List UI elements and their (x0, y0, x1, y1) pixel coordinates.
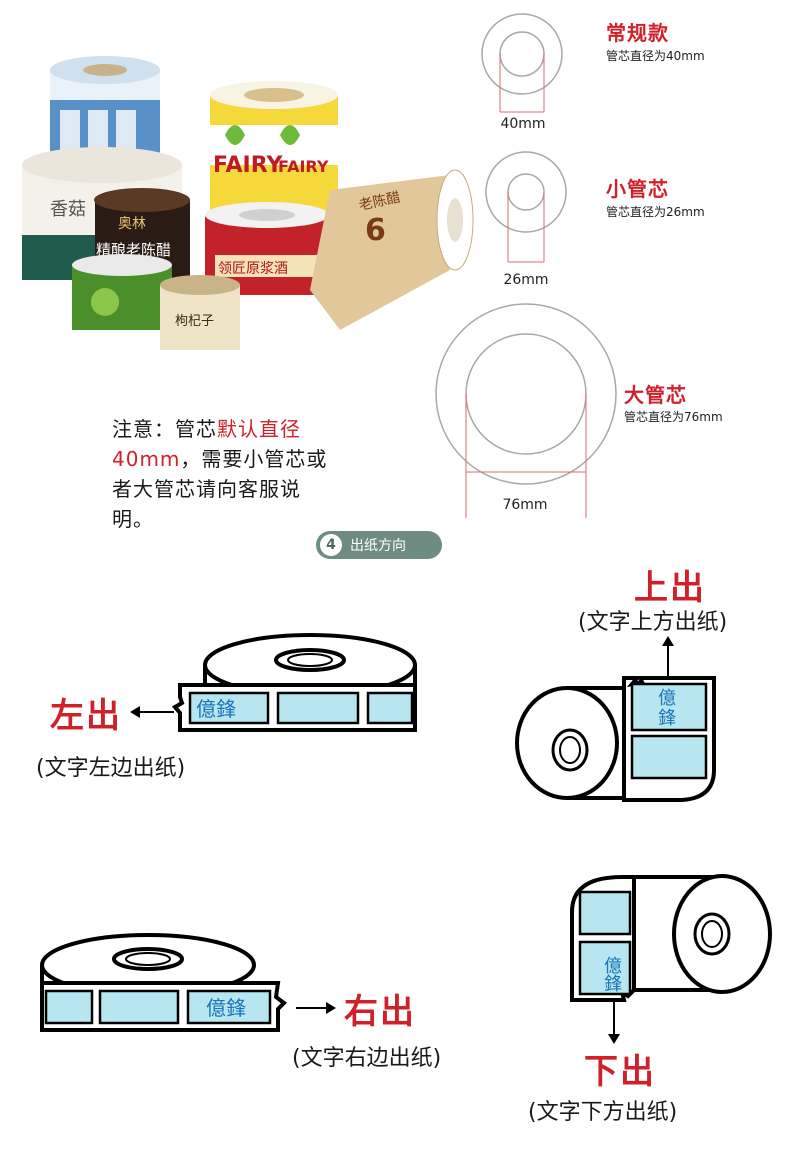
note-highlight: 默认直径40mm (112, 417, 301, 471)
label-text-top-2: 鋒 (658, 708, 676, 729)
section-number: 4 (320, 534, 342, 556)
core-dim-standard: 40mm (500, 116, 546, 132)
roll-green (72, 254, 172, 330)
dir-bottom-title: 下出 (584, 1052, 656, 1092)
core-desc-standard: 管芯直径为40mm (606, 49, 705, 63)
roll-top-out-diagram: 億 鋒 (515, 676, 716, 802)
note-prefix: 注意：管芯 (112, 417, 217, 441)
dir-left-title: 左出 (50, 696, 122, 736)
dir-bottom-sub: (文字下方出纸) (528, 1100, 678, 1125)
photo-text-goji: 枸杞子 (175, 314, 214, 329)
core-diagram-small (485, 151, 567, 263)
label-text-right: 億鋒 (206, 996, 246, 1020)
section-title: 出纸方向 (350, 538, 406, 554)
roll-right-out-diagram: 億鋒 (40, 933, 288, 1032)
dir-top-title: 上出 (634, 568, 706, 608)
section-header-pill: 4 出纸方向 (316, 531, 442, 559)
photo-text-fairy-1: FAIRY (213, 153, 283, 178)
dir-left-sub: (文字左边出纸) (36, 756, 186, 781)
roll-bottom-out-diagram: 億 鋒 (570, 874, 772, 1002)
arrow-right-out (296, 1002, 336, 1014)
roll-unrolled-strip: 6 老陈醋 (310, 169, 474, 330)
core-diagram-large (435, 303, 617, 518)
core-dim-small: 26mm (503, 272, 549, 288)
core-note: 注意：管芯默认直径40mm，需要小管芯或者大管芯请向客服说明。 (112, 414, 342, 534)
arrow-bottom-out (608, 1000, 620, 1044)
roll-goji: 枸杞子 (160, 275, 240, 350)
photo-text-fairy-2: FAIRY (278, 157, 329, 176)
label-text-bottom-2: 鋒 (604, 974, 622, 995)
arrow-left-out (130, 706, 174, 718)
core-title-small: 小管芯 (606, 177, 669, 201)
roll-red-baijiu: 领匠原浆酒 (205, 202, 330, 295)
arrow-top-out (662, 636, 674, 682)
core-title-large: 大管芯 (624, 383, 687, 407)
note-suffix: ，需要小管芯或者大管芯请向客服说明。 (112, 447, 328, 531)
dir-top-sub: (文字上方出纸) (578, 610, 728, 635)
core-desc-small: 管芯直径为26mm (606, 205, 705, 219)
label-text-top-1: 億 (658, 688, 676, 709)
dir-right-sub: (文字右边出纸) (292, 1046, 442, 1071)
photo-text-six: 6 (365, 213, 386, 248)
label-rolls-photo: 香菇 FAIRY FAIRY 奥林 精酿老陈醋 领匠原浆酒 枸杞子 (22, 56, 474, 350)
core-title-standard: 常规款 (606, 21, 669, 45)
label-text-bottom-1: 億 (604, 956, 622, 977)
core-desc-large: 管芯直径为76mm (624, 410, 723, 424)
photo-text-baijiu: 领匠原浆酒 (218, 261, 288, 277)
photo-text-aolin: 奥林 (118, 215, 146, 232)
core-dim-large: 76mm (502, 497, 548, 513)
photo-text-xianggu: 香菇 (50, 199, 86, 220)
label-text-left: 億鋒 (196, 697, 236, 721)
core-diagram-standard (481, 13, 563, 113)
roll-left-out-diagram: 億鋒 (171, 633, 417, 732)
dir-right-title: 右出 (344, 992, 416, 1032)
